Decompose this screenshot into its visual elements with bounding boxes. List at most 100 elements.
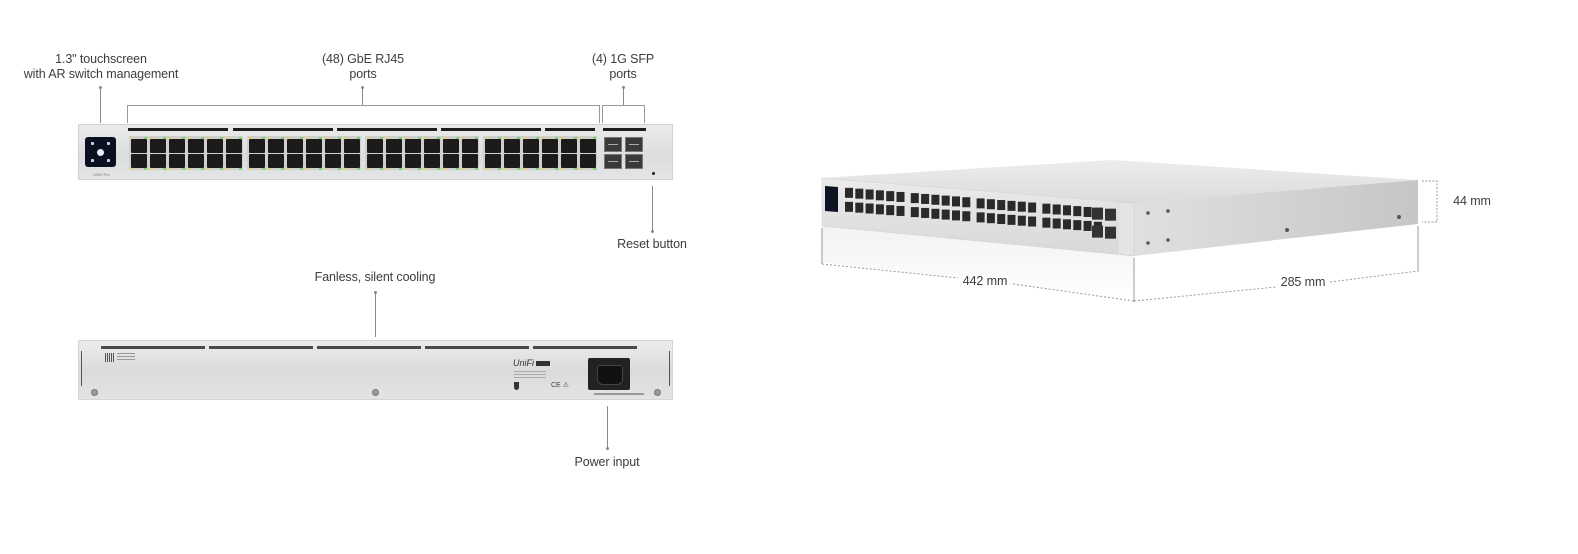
rj45-port [287,154,303,170]
rj45-port [896,191,905,202]
qr-code [105,353,114,362]
front-panel: USW Pro [78,124,673,180]
rj45-port [485,154,501,170]
rj45-port [249,137,265,153]
port-label-bar [441,128,541,131]
rear-edge [669,351,670,386]
sfp-port [1105,226,1116,239]
rj45-port [485,137,501,153]
rj45-port [443,137,459,153]
rj45-port [188,137,204,153]
rj45-port [561,154,577,170]
rj45-port [344,154,360,170]
rj45-port [580,154,596,170]
rj45-port-group [247,136,361,170]
rj45-port [962,211,971,222]
spec-text [514,371,546,378]
rj45-port [1007,214,1016,225]
screw-icon [1285,228,1289,232]
screen-corner-icon [107,142,110,145]
touchscreen [85,137,116,167]
screw-icon [1146,241,1150,245]
rj45-port [1028,202,1037,213]
power-rating-text [594,393,644,395]
rj45-port [997,200,1006,211]
sfp-callout-line [623,87,624,105]
width-dim-line [1012,283,1135,302]
width-dim-line [821,263,959,279]
reset-button[interactable] [652,172,655,175]
rj45-port [962,197,971,208]
rj45-callout-line2: ports [349,67,377,81]
sfp-port [625,154,643,169]
rj45-callout: (48) GbE RJ45 ports [313,52,413,82]
rj45-port [188,154,204,170]
rj45-port [306,154,322,170]
rj45-port [845,201,853,212]
rj45-port [405,154,421,170]
rj45-port [921,193,930,204]
rj45-port [1052,204,1061,215]
rj45-port [462,137,478,153]
sfp-port [625,137,643,152]
rj45-port [855,188,864,199]
sfp-port [1092,225,1103,238]
sfp-callout-line2: ports [609,67,637,81]
rj45-bracket [127,105,600,123]
rj45-port [910,207,919,218]
rj45-port [131,154,147,170]
rj45-port [986,199,995,210]
screen-center-button-icon [97,148,104,156]
rj45-port [1063,219,1071,230]
screen-corner-icon [91,142,94,145]
screw-icon [654,389,661,396]
rj45-port [207,137,223,153]
perspective-touchscreen [825,186,838,212]
vent-slot [209,346,313,349]
sfp-port [1105,208,1116,221]
rj45-port [150,137,166,153]
model-badge [536,361,550,366]
cooling-callout-line [375,292,376,337]
sfp-port [604,154,622,169]
ce-mark-icon: CE ⚠ [551,382,569,389]
rj45-port [986,213,995,224]
rj45-port [504,137,520,153]
rj45-port [931,194,940,205]
screw-icon [1166,238,1170,242]
rj45-port [1017,201,1026,212]
height-dim-bracket [1422,180,1438,223]
depth-dim-line [1329,270,1419,283]
rear-panel: UniFi CE ⚠ [78,340,673,400]
screen-corner-icon [107,159,110,162]
power-callout: Power input [574,455,640,469]
rj45-port [886,191,895,202]
power-callout-line [607,406,608,448]
rj45-port [896,205,905,216]
rj45-port [580,137,596,153]
rj45-port [169,154,185,170]
rj45-callout-line [362,87,363,105]
rj45-port [952,196,960,207]
reset-callout: Reset button [617,237,687,251]
rj45-port [561,137,577,153]
screw-icon [91,389,98,396]
sfp-label-bar [603,128,646,131]
sfp-bracket [602,105,645,123]
rj45-port [462,154,478,170]
rj45-port [997,214,1006,225]
rj45-port [424,137,440,153]
rj45-port [976,198,985,209]
rj45-port [542,137,558,153]
touchscreen-callout-line [100,87,101,123]
rj45-port [865,203,874,214]
rj45-port [941,209,950,220]
rj45-port [367,154,383,170]
rj45-port [325,154,341,170]
rj45-port [1083,206,1092,217]
port-label-bar [128,128,228,131]
rj45-port [1042,203,1051,214]
rj45-port [910,193,919,204]
height-dimension: 44 mm [1453,194,1491,208]
